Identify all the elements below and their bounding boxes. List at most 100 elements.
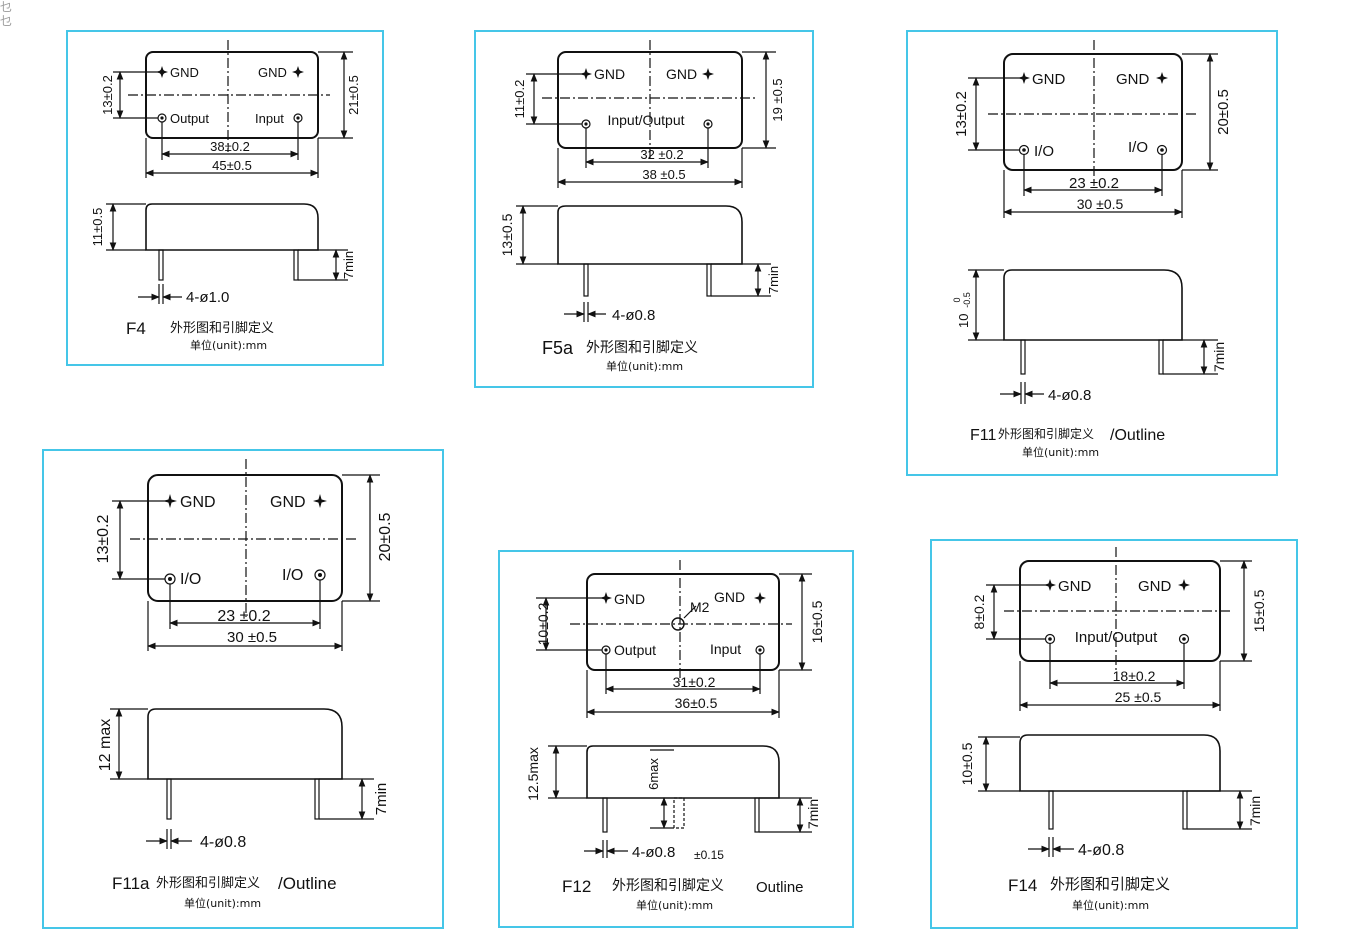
f12-suffix: Outline [756,879,804,896]
f4-drawing: GND GND Output Input 13±0.2 21±0.5 38±0.… [90,40,361,352]
f14-dim-body-v: 15±0.5 [1251,589,1267,632]
f11-model: F11 [970,427,996,444]
f4-pin-tr: GND [258,65,287,80]
f4-dim-pin-h: 38±0.2 [210,139,250,154]
panel-f11a: GND GND I/O I/O 13±0.2 20±0.5 23 ±0.2 30… [42,449,444,929]
f14-model: F14 [1008,876,1037,895]
f12-unit: 单位(unit):mm [636,898,713,912]
f5a-dim-pin-v: 11±0.2 [512,80,527,119]
f11-caption: 外形图和引脚定义 [998,426,1094,441]
f12-side-body [586,745,780,799]
f4-side-body [145,203,319,251]
f12-dim-pin-h: 31±0.2 [673,674,716,690]
f4-pin-br: Input [255,111,284,126]
f4-caption: 外形图和引脚定义 [170,320,274,336]
f12-dim-pin-len: 7min [805,799,821,829]
f4-dim-height: 11±0.5 [90,208,105,247]
f11-pin-br: I/O [1128,139,1148,156]
f11a-drawing: GND GND I/O I/O 13±0.2 20±0.5 23 ±0.2 30… [95,459,394,910]
f12-pin-tr: GND [714,589,745,605]
f11-suffix: /Outline [1110,427,1165,444]
f11-pin-bl: I/O [1034,143,1054,160]
f11-dim-pin-v: 13±0.2 [953,91,970,137]
f11-side-body [1003,269,1183,341]
f12-dim-pin-v: 10±0.2 [535,602,551,645]
f11-pin-tl: GND [1032,71,1066,88]
f11a-dim-pin-dia: 4-ø0.8 [200,834,246,851]
panel-f5a: GND GND Input/Output 11±0.2 19 ±0.5 32 ±… [474,30,814,388]
f11-dim-height: 10 [956,314,971,328]
f12-pin-mount: M2 [690,599,710,615]
f4-unit: 单位(unit):mm [190,338,267,352]
f11-dim-height-tol-lower: -0.5 [962,292,972,308]
f4-dim-pin-len: 7min [341,251,356,279]
f12-dim-height: 12.5max [525,747,541,801]
f5a-caption: 外形图和引脚定义 [586,340,698,356]
f12-caption: 外形图和引脚定义 [612,878,724,894]
f11a-model: F11a [112,874,150,893]
panel-f12: GND GND M2 Output Input 10±0.2 16±0.5 31… [498,550,854,928]
f4-pin-tl: GND [170,65,199,80]
f12-dim-pin-dia-tol: ±0.15 [694,848,724,862]
panel-f11: GND GND I/O I/O 13±0.2 20±0.5 23 ±0.2 30… [906,30,1278,476]
f14-drawing: GND GND Input/Output 8±0.2 15±0.5 18±0.2… [959,547,1267,912]
f11a-dim-height: 12 max [97,719,114,771]
f12-pin-bl: Output [614,642,656,658]
f11a-caption: 外形图和引脚定义 [156,875,260,891]
f11-dim-height-tol-upper: 0 [952,297,962,302]
f5a-model: F5a [542,338,574,358]
f12-dim-mount-len: 6max [646,758,661,790]
f12-mount-hole [671,617,685,631]
f11-dim-body-h: 30 ±0.5 [1077,196,1124,212]
f4-dim-pin-dia: 4-ø1.0 [186,289,229,306]
f11a-dim-pin-v: 13±0.2 [95,514,112,563]
f11a-pin-tl: GND [180,494,216,511]
f14-unit: 单位(unit):mm [1072,898,1149,912]
f14-dim-pin-len: 7min [1247,796,1263,826]
f12-dim-body-v: 16±0.5 [809,600,825,643]
f11-drawing: GND GND I/O I/O 13±0.2 20±0.5 23 ±0.2 30… [952,40,1232,459]
f14-dim-height: 10±0.5 [959,742,975,785]
f12-pin-br: Input [710,641,741,657]
f5a-side-body [557,205,743,265]
f12-drawing: GND GND M2 Output Input 10±0.2 16±0.5 31… [525,560,825,912]
f11-dim-pin-dia: 4-ø0.8 [1048,387,1091,404]
f4-pin-bl: Output [170,111,209,126]
f11a-dim-pin-len: 7min [373,783,390,816]
f14-dim-body-h: 25 ±0.5 [1115,689,1162,705]
f5a-dim-body-h: 38 ±0.5 [642,167,685,182]
f11a-dim-pin-h: 23 ±0.2 [217,608,270,625]
f5a-unit: 单位(unit):mm [606,359,683,373]
f14-pin-tr: GND [1138,578,1172,595]
f5a-dim-pin-h: 32 ±0.2 [640,147,683,162]
f11-pin-tr: GND [1116,71,1150,88]
f4-dim-pin-v: 13±0.2 [100,75,115,115]
f11a-dim-body-h: 30 ±0.5 [227,629,277,646]
f11a-pin-tr: GND [270,494,306,511]
f4-dim-body-v: 21±0.5 [346,75,361,115]
f5a-dim-body-v: 19 ±0.5 [770,78,785,121]
f11a-top-body [147,474,343,602]
f4-dim-body-h: 45±0.5 [212,158,252,173]
f11a-unit: 单位(unit):mm [184,896,261,910]
f11a-suffix: /Outline [278,874,337,893]
f12-top-body [586,573,780,671]
f12-model: F12 [562,877,591,896]
f11-dim-pin-len: 7min [1211,342,1227,372]
panel-f4: GND GND Output Input 13±0.2 21±0.5 38±0.… [66,30,384,366]
f14-dim-pin-dia: 4-ø0.8 [1078,842,1124,859]
f5a-pin-mid: Input/Output [607,112,684,128]
f11a-dim-body-v: 20±0.5 [377,512,394,561]
f11a-pin-bl: I/O [180,571,201,588]
f5a-dim-height: 13±0.5 [499,213,515,256]
f5a-drawing: GND GND Input/Output 11±0.2 19 ±0.5 32 ±… [499,40,785,373]
f11-unit: 单位(unit):mm [1022,445,1099,459]
f12-dim-body-h: 36±0.5 [675,695,718,711]
f11-dim-pin-h: 23 ±0.2 [1069,175,1119,192]
f4-model: F4 [126,319,146,338]
f14-side-body [1019,734,1221,792]
f14-pin-mid: Input/Output [1075,629,1158,646]
f11-top-body [1003,53,1183,171]
f5a-dim-pin-dia: 4-ø0.8 [612,307,655,324]
f12-pin-tl: GND [614,591,645,607]
